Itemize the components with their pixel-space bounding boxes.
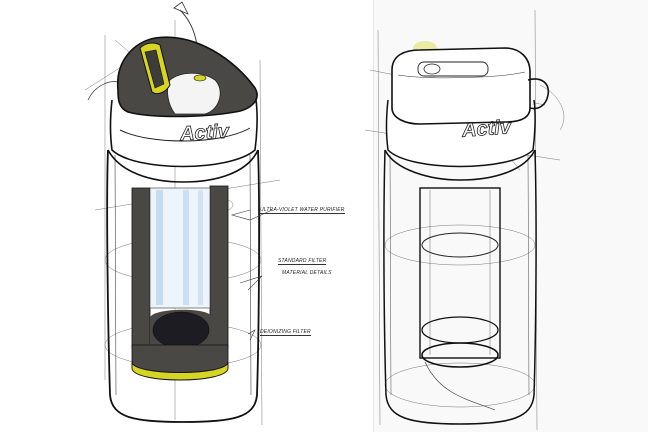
annotation-material-details: MATERIAL DETAILS bbox=[282, 270, 332, 276]
page-divider bbox=[373, 0, 374, 432]
left-brand-logo: Activ bbox=[179, 120, 230, 146]
annotation-uv-purifier: ULTRA-VIOLET WATER PURIFIER bbox=[260, 207, 345, 214]
right-bottle bbox=[364, 9, 565, 431]
left-bottle bbox=[84, 1, 281, 426]
right-brand-logo: Activ bbox=[461, 116, 512, 142]
annotation-deionizing-filter: DEIONIZING FILTER bbox=[260, 329, 311, 336]
annotation-standard-filter: STANDARD FILTER bbox=[278, 258, 327, 265]
